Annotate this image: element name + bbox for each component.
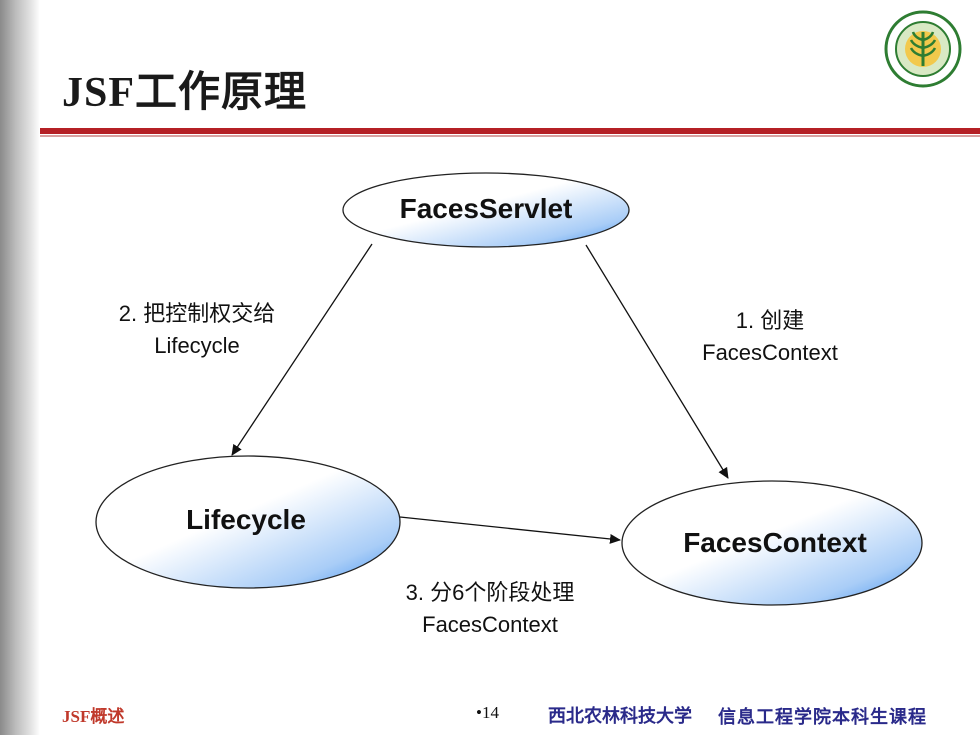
edge-1-label-line2: FacesContext	[702, 340, 838, 365]
faces-context-node	[621, 480, 923, 606]
faces-context-label: FacesContext	[683, 527, 867, 558]
footer-school-name: 西北农林科技大学	[548, 706, 692, 726]
lifecycle-node	[95, 455, 401, 589]
footer-page-number: •14	[476, 703, 499, 722]
edge-2-label: 2. 把控制权交给 Lifecycle	[72, 298, 322, 362]
lifecycle-label: Lifecycle	[186, 504, 306, 535]
title-divider	[40, 128, 980, 134]
edge-servlet-to-context	[585, 244, 729, 479]
left-gradient-bar	[0, 0, 40, 735]
edge-2-label-line1: 2. 把控制权交给	[118, 301, 276, 326]
edge-3-label: 3. 分6个阶段处理 FacesContext	[350, 577, 630, 641]
edge-1-label: 1. 创建 FacesContext	[660, 305, 880, 369]
edge-2-label-line2: Lifecycle	[154, 333, 240, 358]
university-logo-icon	[884, 10, 962, 88]
faces-servlet-label: FacesServlet	[399, 193, 573, 224]
footer-section-title: JSF概述	[62, 707, 125, 726]
slide-title: JSF工作原理	[62, 70, 308, 116]
edge-3-label-line2: FacesContext	[422, 612, 558, 637]
title-divider-shadow	[40, 135, 980, 137]
edge-1-label-line1: 1. 创建	[735, 308, 805, 333]
edge-servlet-to-lifecycle	[231, 243, 373, 456]
edge-3-label-line1: 3. 分6个阶段处理	[405, 580, 575, 605]
edge-lifecycle-to-context	[399, 516, 621, 544]
footer-course-name: 信息工程学院本科生课程	[718, 707, 927, 727]
faces-servlet-node	[342, 172, 630, 248]
